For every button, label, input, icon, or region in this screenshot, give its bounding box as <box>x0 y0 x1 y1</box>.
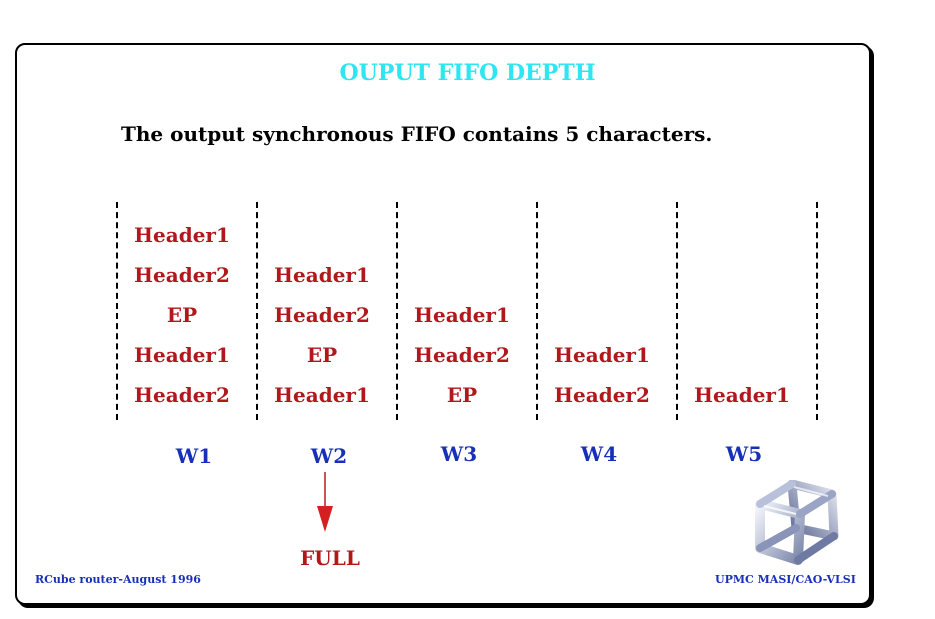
down-arrow-icon <box>317 472 333 532</box>
fifo-cell: EP <box>166 303 198 327</box>
column-divider <box>816 202 818 420</box>
column-divider <box>536 202 538 420</box>
fifo-cell: Header1 <box>274 383 370 407</box>
fifo-cell: Header1 <box>274 263 370 287</box>
fifo-cell: EP <box>306 343 338 367</box>
word-label-w2: W2 <box>310 444 348 468</box>
fifo-cell: Header2 <box>554 383 650 407</box>
word-label-w4: W4 <box>580 442 618 466</box>
fifo-cell: Header2 <box>134 263 230 287</box>
fifo-cell: Header1 <box>694 383 790 407</box>
column-divider <box>676 202 678 420</box>
fifo-cell: Header1 <box>414 303 510 327</box>
fifo-cell: Header2 <box>274 303 370 327</box>
column-divider <box>396 202 398 420</box>
column-divider <box>116 202 118 420</box>
fifo-cell: Header1 <box>134 223 230 247</box>
fifo-cell: Header2 <box>414 343 510 367</box>
footer-left: RCube router-August 1996 <box>35 573 201 586</box>
fifo-cell: EP <box>446 383 478 407</box>
slide-subtitle: The output synchronous FIFO contains 5 c… <box>121 122 713 146</box>
full-label: FULL <box>300 546 360 570</box>
fifo-cell: Header1 <box>554 343 650 367</box>
column-divider <box>256 202 258 420</box>
fifo-cell: Header2 <box>134 383 230 407</box>
slide-title: OUPUT FIFO DEPTH <box>339 60 596 86</box>
word-label-w5: W5 <box>725 442 763 466</box>
footer-right: UPMC MASI/CAO-VLSI <box>715 573 856 586</box>
fifo-cell: Header1 <box>134 343 230 367</box>
word-label-w1: W1 <box>175 444 213 468</box>
cube-lattice-logo-icon <box>755 480 839 565</box>
slide-frame <box>15 43 871 605</box>
word-label-w3: W3 <box>440 442 478 466</box>
